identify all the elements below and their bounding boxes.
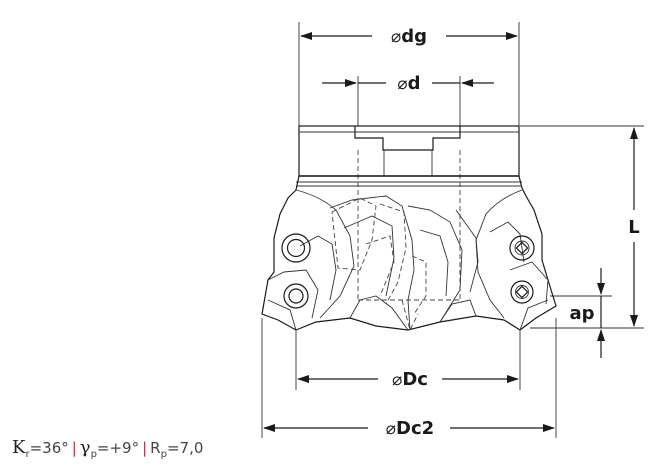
param-gamma: γp=+9° [79,437,140,460]
dim-dg-label: ⌀dg [391,26,427,47]
dimension-arrows [263,32,638,432]
param-radius: Rp=7,0 [150,439,204,460]
tool-body [261,125,557,332]
param-separator: | [142,439,148,457]
dim-dc2-label: ⌀Dc2 [386,418,434,439]
extension-lines [261,22,644,438]
dim-dc-label: ⌀Dc [392,369,428,390]
dim-ap-label: ap [569,303,594,324]
dim-d-label: ⌀d [397,73,420,94]
cutting-parameters: Kr=36°|γp=+9°|Rp=7,0 [12,437,203,460]
dim-l-label: L [628,217,639,238]
param-kappa: Kr=36° [12,437,69,460]
param-separator: | [71,439,77,457]
